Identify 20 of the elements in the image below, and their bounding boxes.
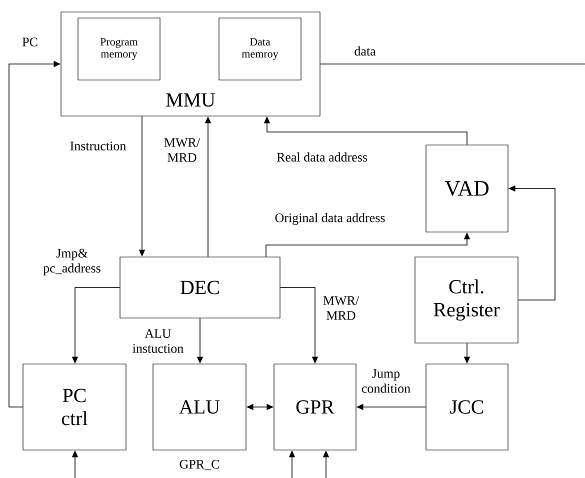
process-box: GPR (274, 364, 356, 450)
process-box: PC ctrl (22, 364, 126, 450)
edge-label: MWR/ MRD (323, 296, 360, 320)
process-box: DEC (120, 256, 280, 318)
process-box: VAD (426, 144, 508, 232)
edge-label: Instruction (70, 142, 126, 150)
edge-label: Jump condition (362, 369, 410, 393)
process-box: Ctrl. Register (414, 256, 518, 344)
memory-box: Data memroy (218, 18, 302, 80)
signal-label: GPR_C (180, 460, 220, 470)
edge-label: data (354, 46, 376, 56)
memory-box: Program memory (78, 18, 160, 80)
edge-label: Original data address (275, 213, 385, 225)
edge-label: Jmp& pc_address (43, 248, 100, 276)
edge-label: ALU instuction (132, 329, 184, 353)
edge-label: MWR/ MRD (164, 138, 200, 162)
edge-label: Real data address (276, 152, 368, 162)
process-box: JCC (426, 364, 508, 450)
process-box: ALU (152, 364, 246, 450)
edge-label: PC (22, 38, 38, 46)
